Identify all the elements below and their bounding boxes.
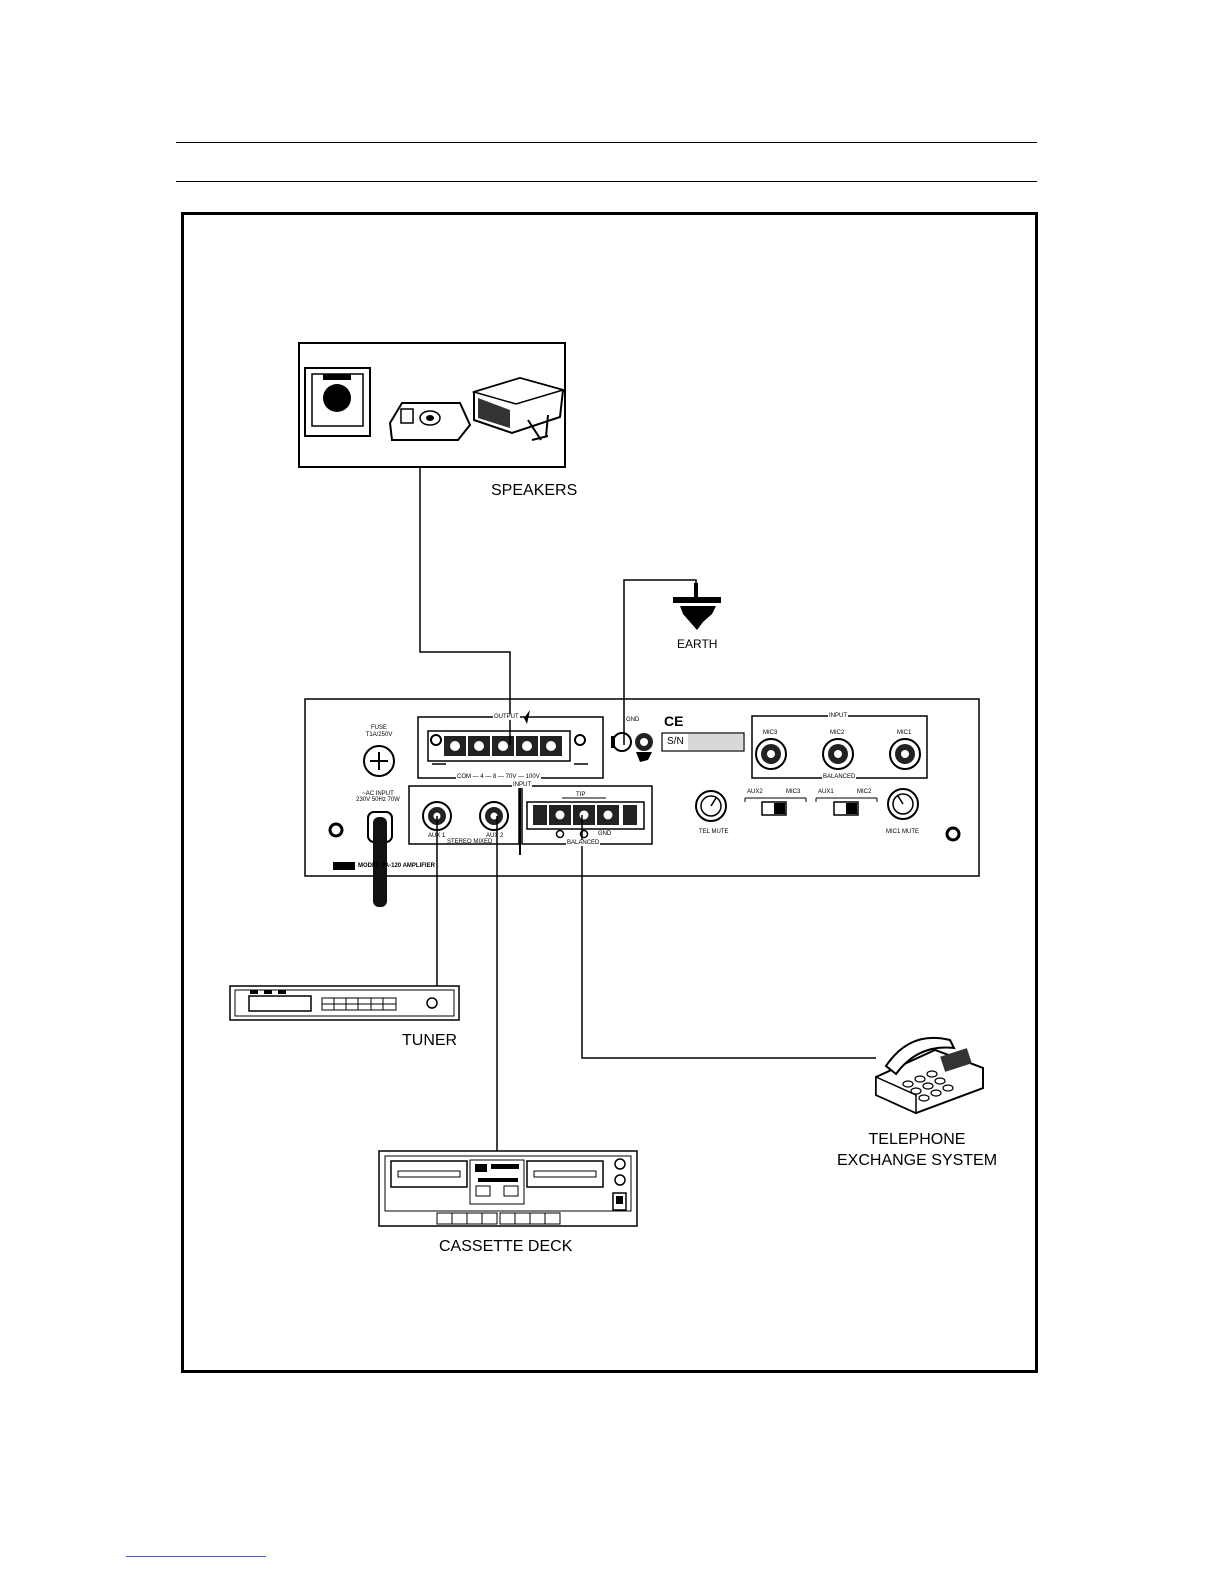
fuse-label-2: T1A/250V xyxy=(356,732,402,738)
output-scale-label: COM — 4 — 8 — 70V — 100V xyxy=(456,774,541,780)
switch-aux2-label: AUX2 xyxy=(747,789,763,795)
stereo-mixed-label: STEREO MIXED xyxy=(447,839,492,845)
mic-jacks xyxy=(756,739,920,769)
speakers-label: SPEAKERS xyxy=(491,482,577,500)
mic-mute-knob xyxy=(888,789,918,819)
ce-mark: CE xyxy=(664,713,683,729)
earth-ground-icon xyxy=(673,583,721,630)
earth-label: EARTH xyxy=(677,637,717,651)
output-label: OUTPUT xyxy=(493,714,520,720)
fuse-label-1: FUSE xyxy=(356,725,402,731)
screw-left-icon xyxy=(330,824,342,836)
mic-input-label: INPUT xyxy=(828,713,848,719)
brand-logo xyxy=(333,862,355,870)
switch-mic2-label: MIC2 xyxy=(857,789,871,795)
telephone-label-line2: EXCHANGE SYSTEM xyxy=(830,1152,1004,1170)
gnd-label: GND xyxy=(626,717,639,723)
aux-input-label: INPUT xyxy=(512,782,532,788)
switch-aux1-label: AUX1 xyxy=(818,789,834,795)
screw-right-icon xyxy=(947,828,959,840)
mic3-label: MIC3 xyxy=(763,730,777,736)
cassette-deck-label: CASSETTE DECK xyxy=(439,1238,572,1256)
mic-balanced-label: BALANCED xyxy=(822,774,856,780)
switch-mic3-label: MIC3 xyxy=(786,789,800,795)
tel-gnd-label: GND xyxy=(598,831,611,837)
tuner-label: TUNER xyxy=(402,1032,457,1050)
ac-input-label-2: 230V 50Hz 70W xyxy=(350,797,406,803)
tel-mute-knob xyxy=(696,791,726,821)
model-label: MODEL PA-120 AMPLIFIER xyxy=(358,863,435,869)
mic2-label: MIC2 xyxy=(830,730,844,736)
footer-link-underline xyxy=(126,1556,266,1557)
serial-number-label: S/N xyxy=(667,736,684,747)
cassette-deck-illustration xyxy=(379,1151,637,1226)
telephone-illustration xyxy=(876,1038,983,1113)
output-terminals xyxy=(444,736,562,756)
mic-mute-label: MIC1 MUTE xyxy=(886,829,919,835)
tuner-illustration xyxy=(230,986,459,1020)
aux1-label: AUX 1 xyxy=(428,833,445,839)
tip-label: TIP xyxy=(576,792,585,798)
tel-mute-label: TEL MUTE xyxy=(699,829,728,835)
column-speaker-icon xyxy=(390,403,470,440)
amplifier-rear-panel xyxy=(305,699,979,907)
tel-balanced-label: BALANCED xyxy=(566,840,600,846)
box-speaker-icon xyxy=(305,368,370,436)
telephone-label-line1: TELEPHONE xyxy=(866,1131,968,1149)
speakers-illustration xyxy=(299,343,565,467)
mic1-label: MIC1 xyxy=(897,730,911,736)
